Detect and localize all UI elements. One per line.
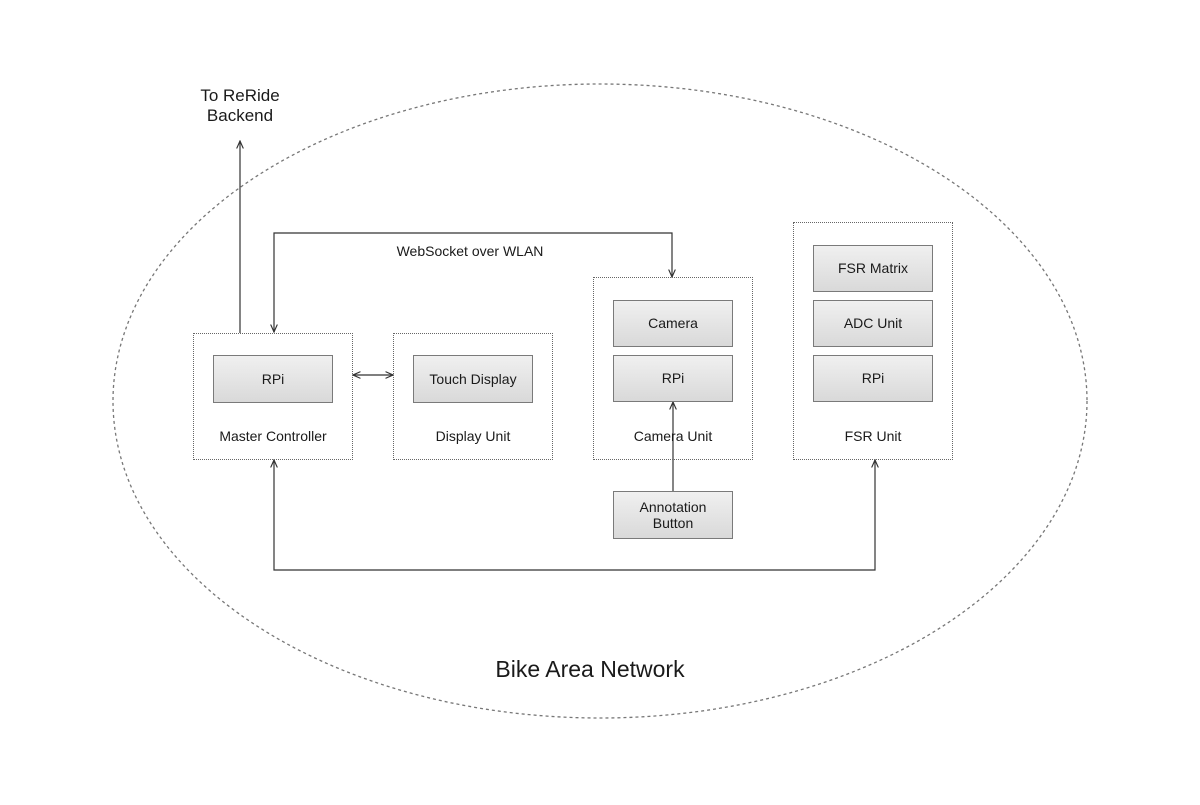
display-unit bbox=[393, 333, 553, 460]
annotation-button-chip: Annotation Button bbox=[613, 491, 733, 539]
camera-unit bbox=[593, 277, 753, 460]
network-boundary bbox=[112, 83, 1088, 719]
fsr-unit bbox=[793, 222, 953, 460]
annotation-button-line1: Annotation bbox=[639, 498, 707, 515]
backend-label-line1: To ReRide bbox=[200, 86, 280, 105]
adc-unit-chip: ADC Unit bbox=[813, 300, 933, 347]
master-controller-unit bbox=[193, 333, 353, 460]
websocket-connector bbox=[274, 232, 672, 332]
backend-label: To ReRide Backend bbox=[170, 86, 310, 127]
annotation-button-line2: Button bbox=[652, 515, 694, 531]
touch-display-chip: Touch Display bbox=[413, 355, 533, 403]
camera-unit-label: Camera Unit bbox=[633, 428, 713, 444]
master-controller-label: Master Controller bbox=[219, 428, 327, 444]
master-rpi-chip: RPi bbox=[213, 355, 333, 403]
master-fsr-connector bbox=[274, 460, 875, 571]
camera-rpi-chip: RPi bbox=[613, 355, 733, 402]
camera-chip: Camera bbox=[613, 300, 733, 347]
backend-label-line2: Backend bbox=[206, 106, 274, 126]
fsr-rpi-chip: RPi bbox=[813, 355, 933, 402]
websocket-label: WebSocket over WLAN bbox=[396, 243, 544, 259]
fsr-matrix-chip: FSR Matrix bbox=[813, 245, 933, 292]
display-unit-label: Display Unit bbox=[435, 428, 511, 444]
fsr-unit-label: FSR Unit bbox=[844, 428, 902, 444]
network-label: Bike Area Network bbox=[495, 656, 685, 682]
